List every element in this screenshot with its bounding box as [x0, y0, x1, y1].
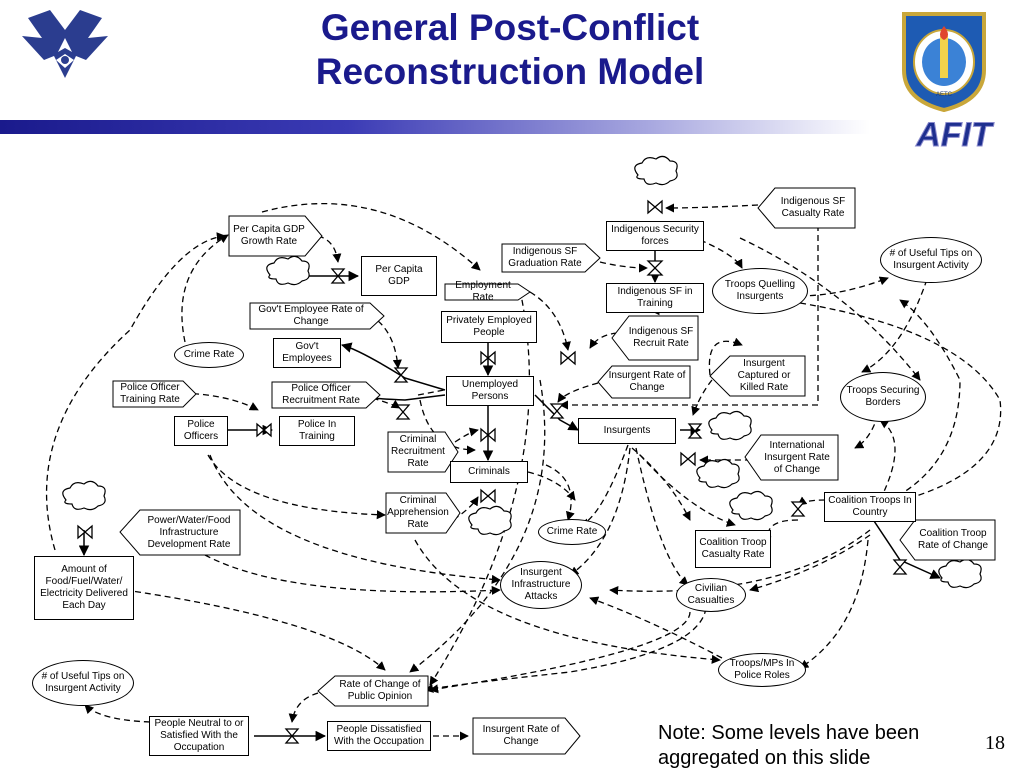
insurgent-rate-of-change: Insurgent Rate of Change: [608, 370, 686, 393]
indigenous-sf-graduation-rate: Indigenous SF Graduation Rate: [508, 246, 582, 269]
coalition-troops-stock: Coalition Troops In Country: [824, 492, 916, 522]
svg-text:AETC: AETC: [936, 92, 953, 98]
police-officers-label: Police Officers: [183, 419, 219, 442]
employment-rate: Employment Rate: [455, 280, 511, 303]
police-in-training-stock: Police In Training: [279, 416, 355, 446]
police-in-training-label: Police In Training: [297, 419, 337, 442]
indigenous-security-forces-label: Indigenous Security forces: [611, 224, 699, 247]
insurgents-label: Insurgents: [603, 425, 651, 436]
amount-food-fuel-stock: Amount of Food/Fuel/Water/ Electricity D…: [34, 556, 134, 620]
unemployed-persons-label: Unemployed Persons: [461, 379, 519, 402]
govt-employees-label: Gov't Employees: [282, 341, 332, 364]
indigenous-security-forces-stock: Indigenous Security forces: [606, 221, 704, 251]
title-line-1: General Post-Conflict: [320, 7, 700, 48]
crime-rate-mid: Crime Rate: [538, 519, 606, 545]
unemployed-persons-stock: Unemployed Persons: [446, 376, 534, 406]
insurgent-captured-rate: Insurgent Captured or Killed Rate: [737, 358, 791, 393]
amount-food-fuel-label: Amount of Food/Fuel/Water/ Electricity D…: [40, 564, 128, 611]
people-dissatisfied-label: People Dissatisfied With the Occupation: [333, 724, 425, 747]
insurgent-rate-bottom: Insurgent Rate of Change: [482, 724, 560, 747]
crime-rate-left: Crime Rate: [174, 342, 244, 368]
privately-employed-label: Privately Employed People: [446, 315, 532, 338]
criminals-label: Criminals: [468, 466, 510, 477]
police-officer-training-rate: Police Officer Training Rate: [120, 382, 180, 405]
govt-employees-stock: Gov't Employees: [273, 338, 341, 368]
troops-mps-police-roles: Troops/MPs In Police Roles: [718, 653, 806, 687]
per-capita-gdp-label: Per Capita GDP: [375, 264, 423, 287]
svg-text:AFIT: AFIT: [915, 116, 995, 154]
indigenous-sf-in-training-stock: Indigenous SF in Training: [606, 283, 704, 313]
air-force-wings-logo: [22, 10, 108, 78]
per-capita-gdp-growth-rate: Per Capita GDP Growth Rate: [233, 224, 305, 247]
criminal-apprehension-rate: Criminal Apprehension Rate: [387, 495, 449, 530]
govt-employee-rate: Gov't Employee Rate of Change: [258, 304, 364, 327]
insurgents-stock: Insurgents: [578, 418, 676, 444]
note-line-1: Note: Some levels have been: [658, 722, 920, 744]
useful-tips-left: # of Useful Tips on Insurgent Activity: [32, 660, 134, 706]
civilian-casualties: Civilian Casualties: [676, 578, 746, 612]
people-neutral-stock: People Neutral to or Satisfied With the …: [149, 716, 249, 756]
insurgent-infrastructure-attacks: Insurgent Infrastructure Attacks: [500, 561, 582, 609]
slide-title: General Post-Conflict Reconstruction Mod…: [250, 6, 770, 94]
coalition-troop-rate: Coalition Troop Rate of Change: [917, 528, 989, 551]
indigenous-sf-recruit-rate: Indigenous SF Recruit Rate: [628, 326, 694, 349]
people-dissatisfied-stock: People Dissatisfied With the Occupation: [327, 721, 431, 751]
international-insurgent-rate: International Insurgent Rate of Change: [764, 439, 830, 475]
police-officer-recruitment-rate: Police Officer Recruitment Rate: [282, 383, 360, 406]
indigenous-sf-in-training-label: Indigenous SF in Training: [617, 286, 693, 309]
slide-note: Note: Some levels have been aggregated o…: [658, 721, 919, 771]
rate-public-opinion: Rate of Change of Public Opinion: [339, 679, 421, 702]
privately-employed-stock: Privately Employed People: [441, 311, 537, 343]
people-neutral-label: People Neutral to or Satisfied With the …: [154, 718, 244, 753]
page-number: 18: [985, 732, 1005, 754]
afit-logo: AETC AFIT: [902, 12, 995, 155]
header-band: [0, 120, 870, 134]
criminals-stock: Criminals: [450, 461, 528, 483]
criminal-recruitment-rate: Criminal Recruitment Rate: [391, 434, 445, 469]
useful-tips-right: # of Useful Tips on Insurgent Activity: [880, 237, 982, 283]
coalition-troop-casualty-rate: Coalition Troop Casualty Rate: [695, 530, 771, 568]
title-line-2: Reconstruction Model: [315, 51, 705, 92]
police-officers-stock: Police Officers: [174, 416, 228, 446]
troops-securing-borders: Troops Securing Borders: [840, 372, 926, 422]
coalition-troops-label: Coalition Troops In Country: [828, 495, 912, 518]
per-capita-gdp-stock: Per Capita GDP: [361, 256, 437, 296]
indigenous-sf-casualty-rate: Indigenous SF Casualty Rate: [780, 196, 846, 219]
power-water-food-rate: Power/Water/Food Infrastructure Developm…: [147, 514, 231, 550]
troops-quelling-insurgents: Troops Quelling Insurgents: [712, 268, 808, 314]
note-line-2: aggregated on this slide: [658, 747, 871, 769]
